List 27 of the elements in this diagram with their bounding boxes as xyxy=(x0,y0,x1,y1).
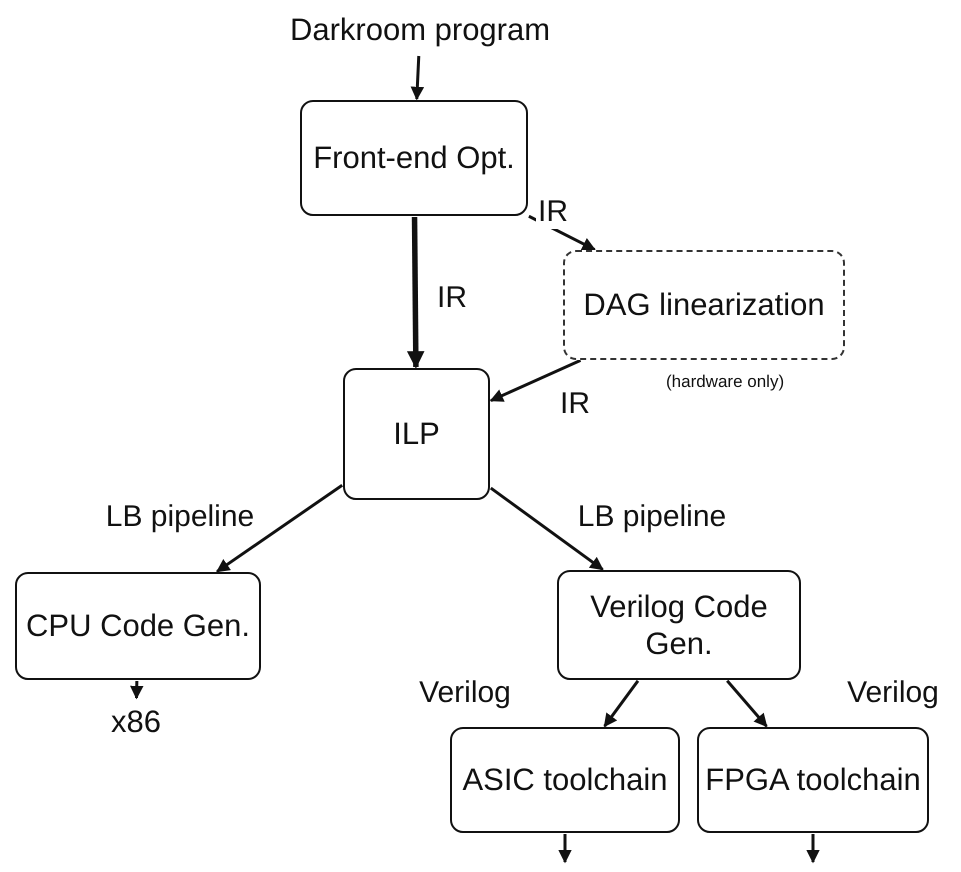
process-box xyxy=(450,727,680,833)
box-label: FPGA toolchain xyxy=(705,761,921,799)
arrow xyxy=(130,680,144,700)
dashed-process-box xyxy=(563,250,845,360)
note-text: (hardware only) xyxy=(666,372,784,392)
process-box xyxy=(300,100,528,216)
box-label: ILP xyxy=(393,415,440,453)
box-label: DAG linearization xyxy=(583,286,825,324)
arrow xyxy=(726,680,768,728)
arrow xyxy=(490,486,604,571)
box-label: Front-end Opt. xyxy=(313,139,515,177)
arrow xyxy=(490,359,582,402)
box-label: Verilog Code Gen. xyxy=(589,588,769,662)
arrow xyxy=(603,680,640,728)
arrow xyxy=(406,216,425,369)
arrow xyxy=(806,834,820,864)
box-label: ASIC toolchain xyxy=(462,761,668,799)
arrow xyxy=(410,56,424,100)
arrow xyxy=(216,484,344,573)
node-text: Darkroom program xyxy=(255,8,585,52)
box-label: CPU Code Gen. xyxy=(26,607,250,645)
process-box xyxy=(15,572,261,680)
process-box xyxy=(343,368,490,500)
node-text: x86 xyxy=(98,702,174,742)
process-box xyxy=(697,727,929,833)
process-box xyxy=(557,570,801,680)
arrow xyxy=(558,834,572,864)
